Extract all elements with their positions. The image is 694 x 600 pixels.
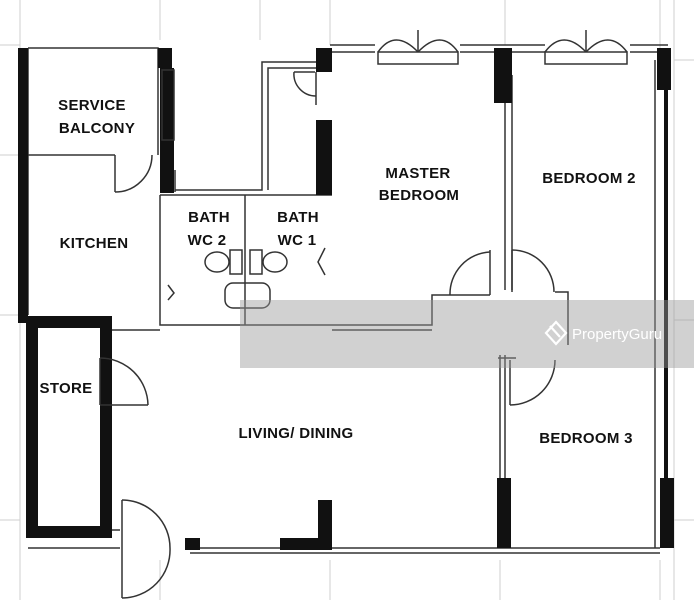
walls xyxy=(18,48,674,550)
label-bedroom-3: BEDROOM 3 xyxy=(539,430,633,447)
label-living-dining: LIVING/ DINING xyxy=(238,425,353,442)
label-bath-wc2-line2: WC 2 xyxy=(188,232,227,249)
partition-lines xyxy=(27,44,668,554)
windows xyxy=(377,30,628,65)
label-bath-wc1-line1: BATH xyxy=(277,209,319,226)
label-bath-wc2-line1: BATH xyxy=(188,209,230,226)
label-master-line2: BEDROOM xyxy=(379,187,459,204)
label-bath-wc1-line2: WC 1 xyxy=(278,232,317,249)
watermark-text: PropertyGuru xyxy=(572,326,662,343)
propertyguru-logo-icon xyxy=(544,320,568,346)
balcony-railing xyxy=(161,69,175,141)
propertyguru-watermark: PropertyGuru xyxy=(240,300,694,368)
label-service: SERVICE xyxy=(58,97,126,114)
label-kitchen: KITCHEN xyxy=(60,235,129,252)
label-store: STORE xyxy=(40,380,93,397)
label-master-line1: MASTER xyxy=(385,165,450,182)
label-balcony: BALCONY xyxy=(59,120,135,137)
bath-fixtures xyxy=(204,249,288,309)
label-bedroom-2: BEDROOM 2 xyxy=(542,170,636,187)
doors xyxy=(99,71,556,599)
